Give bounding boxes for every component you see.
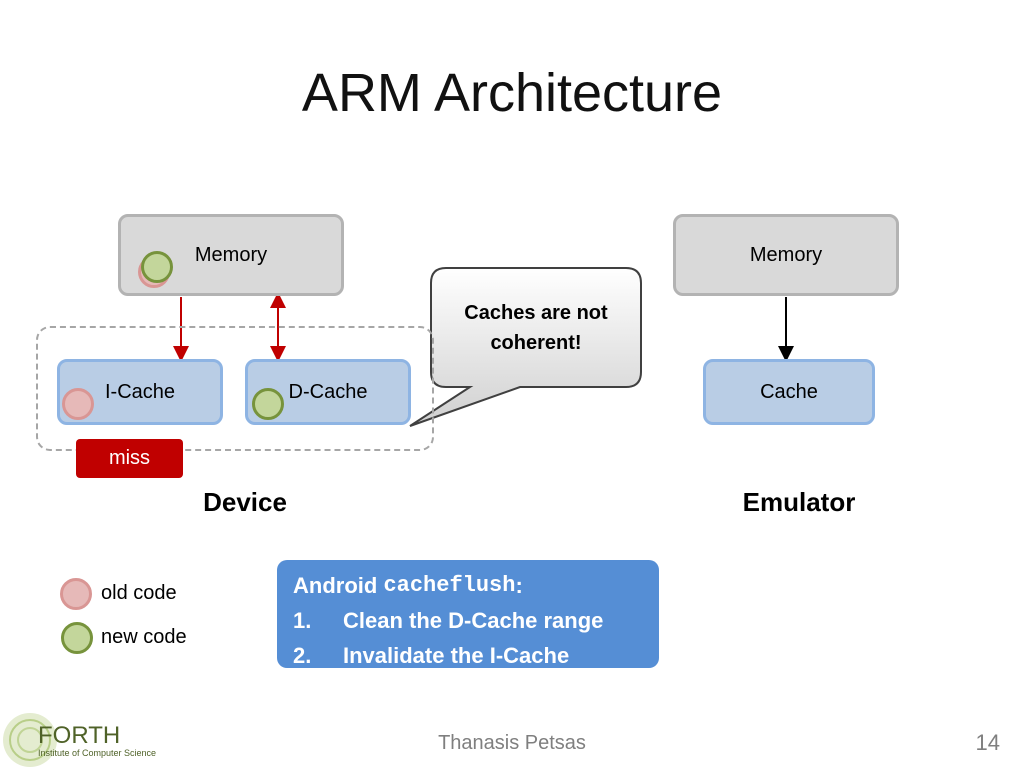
cacheflush-info-box: Android cacheflush : 1. Clean the D-Cach… (277, 560, 659, 668)
device-memory-box: Memory (118, 214, 344, 296)
callout-line-1: Caches are not (464, 302, 608, 324)
cacheflush-step: 1. Clean the D-Cache range (293, 603, 643, 638)
cacheflush-step-text: Clean the D-Cache range (343, 608, 604, 633)
legend-new-code-marker (61, 622, 93, 654)
icache-old-code-marker (62, 388, 94, 420)
page-number: 14 (975, 730, 1000, 755)
cacheflush-step: 2. Invalidate the I-Cache (293, 638, 643, 673)
cacheflush-heading: Android cacheflush : (293, 568, 643, 603)
cacheflush-code: cacheflush (383, 573, 516, 598)
icache-label: I-Cache (104, 380, 176, 403)
legend-old-code-marker (60, 578, 92, 610)
forth-logo-graphic (3, 713, 57, 767)
cacheflush-step-text: Invalidate the I-Cache (343, 643, 570, 668)
dcache-label: D-Cache (288, 380, 368, 403)
callout-text: Caches are not coherent! (431, 298, 641, 358)
logo-subtitle: Institute of Computer Science (38, 748, 157, 758)
callout-line-2: coherent! (490, 332, 582, 354)
cacheflush-step-number: 1. (293, 608, 312, 633)
legend-new-code-label: new code (101, 626, 187, 648)
emulator-cache-label: Cache (760, 380, 818, 403)
cacheflush-heading-prefix: Android (293, 573, 384, 598)
dcache-new-code-marker (252, 388, 284, 420)
device-group-border (36, 326, 434, 451)
device-section-label: Device (203, 487, 287, 517)
memory-new-code-marker (141, 251, 173, 283)
cacheflush-step-number: 2. (293, 643, 312, 668)
callout-bubble (409, 267, 642, 427)
emulator-cache-box: Cache (703, 359, 875, 425)
footer-author: Thanasis Petsas (438, 732, 586, 754)
emulator-memory-box: Memory (673, 214, 899, 296)
legend-old-code-label: old code (101, 582, 177, 604)
slide-title: ARM Architecture (301, 63, 723, 123)
cacheflush-heading-suffix: : (515, 573, 523, 598)
emulator-memory-label: Memory (749, 243, 823, 266)
forth-logo: FORTH Institute of Computer Science (0, 708, 200, 768)
miss-badge: miss (76, 439, 183, 478)
logo-name: FORTH (38, 722, 121, 749)
device-memory-label: Memory (194, 243, 268, 266)
miss-label: miss (108, 447, 151, 469)
emulator-section-label: Emulator (742, 487, 856, 517)
